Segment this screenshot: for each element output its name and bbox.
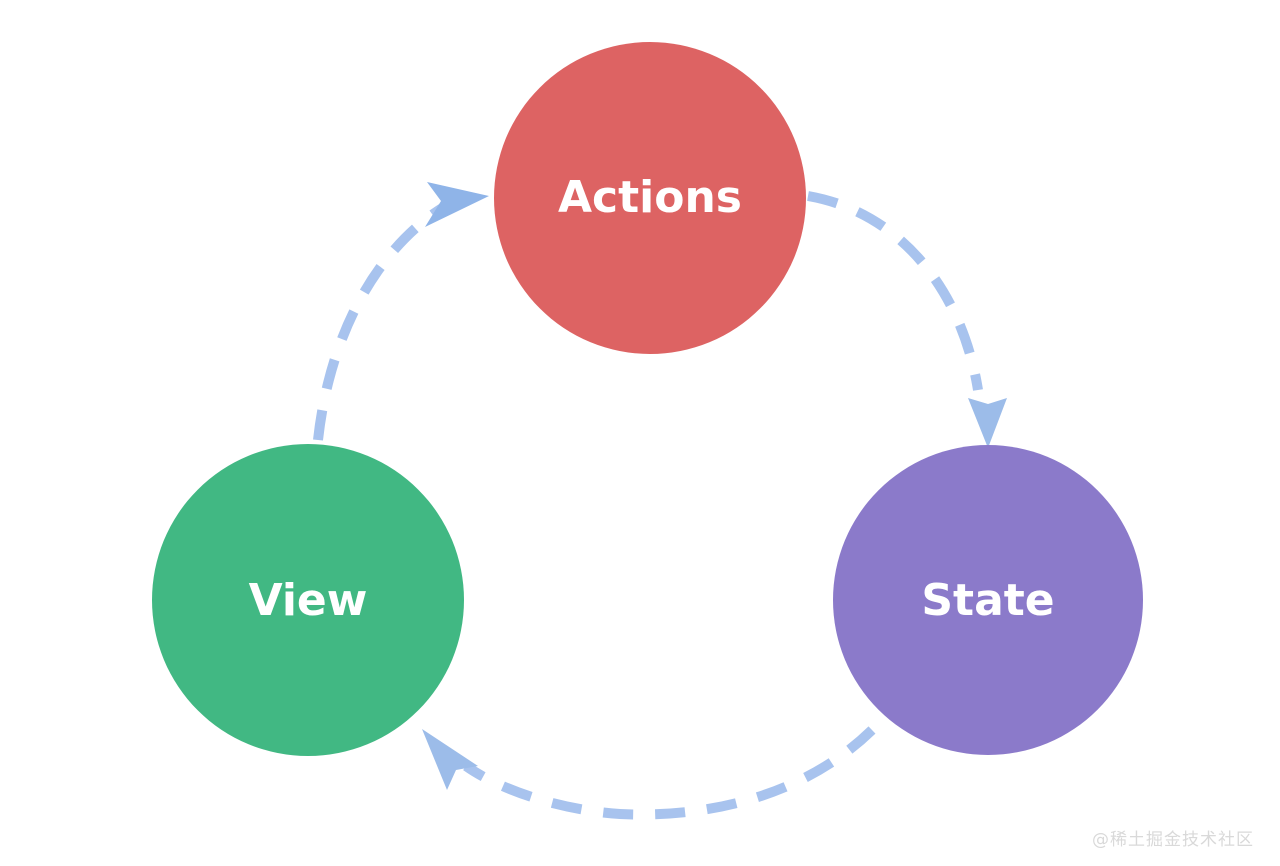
node-state-circle[interactable]: [833, 445, 1143, 755]
node-state[interactable]: State: [833, 445, 1143, 755]
edge-state-to-view-path: [463, 726, 876, 820]
edge-view-to-actions-arrowhead: [425, 182, 489, 227]
edge-view-to-actions-path: [313, 200, 450, 441]
edge-actions-to-state: [807, 191, 1007, 448]
node-state-label: State: [921, 575, 1054, 626]
edge-actions-to-state-arrowhead: [968, 398, 1007, 448]
node-actions-circle[interactable]: [494, 42, 806, 354]
node-view-label: View: [249, 575, 368, 626]
nodes-layer: Actions State View: [152, 42, 1143, 756]
edge-view-to-actions: [313, 182, 489, 441]
edge-state-to-view-arrowhead: [422, 729, 478, 790]
edge-state-to-view: [422, 726, 876, 820]
edge-actions-to-state-path: [807, 191, 983, 391]
node-view[interactable]: View: [152, 444, 464, 756]
node-actions[interactable]: Actions: [494, 42, 806, 354]
edges-layer: [313, 182, 1007, 820]
watermark-text: @稀土掘金技术社区: [1092, 830, 1254, 850]
node-view-circle[interactable]: [152, 444, 464, 756]
node-actions-label: Actions: [558, 172, 742, 223]
